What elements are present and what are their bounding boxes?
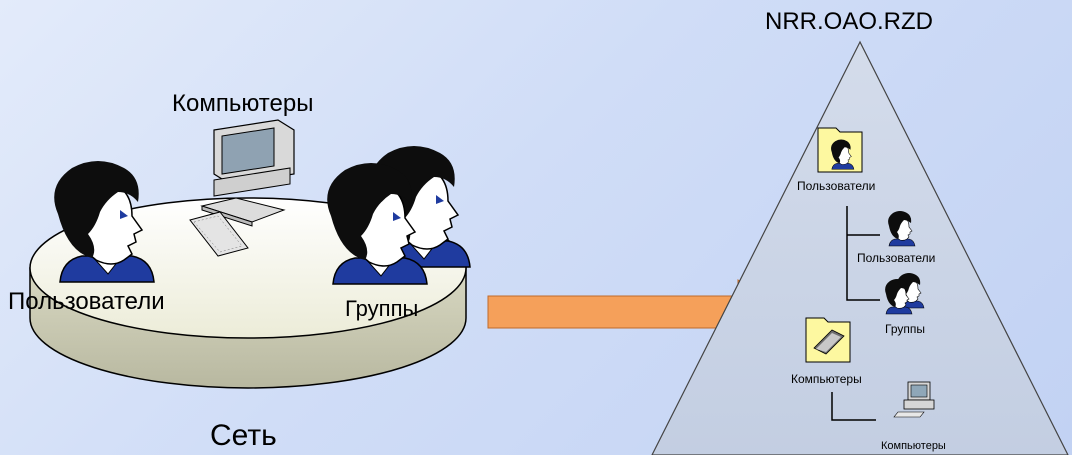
domain-label: NRR.OAO.RZD: [765, 8, 933, 35]
user-item-label: Пользователи: [857, 251, 936, 265]
group-item-label: Группы: [885, 322, 925, 336]
network-label: Сеть: [210, 419, 277, 452]
computer-item-label: Компьютеры: [881, 440, 946, 452]
tree-connector: [831, 392, 876, 421]
tree-connector: [846, 206, 880, 301]
users-label: Пользователи: [8, 288, 165, 315]
domain-triangle: [651, 40, 1069, 455]
users-folder-icon: [817, 127, 863, 173]
computer-icon: [189, 119, 295, 257]
group-icon: [326, 145, 471, 285]
computers-folder-icon: [805, 317, 851, 363]
computers-label: Компьютеры: [172, 90, 314, 117]
groups-label: Группы: [345, 296, 419, 321]
users-folder-label: Пользователи: [797, 179, 876, 193]
computers-folder-label: Компьютеры: [791, 372, 862, 386]
